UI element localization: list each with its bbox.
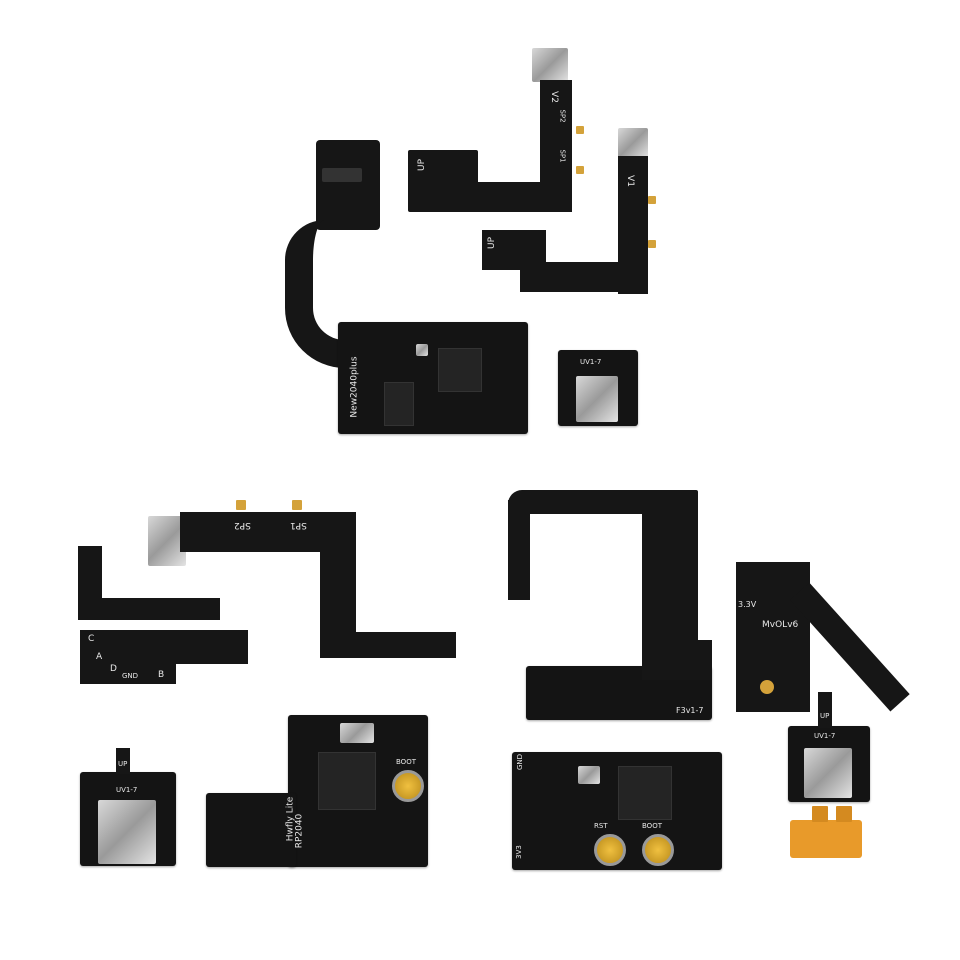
label-3v3: 3V3 [514,845,523,859]
label-c: C [88,634,95,644]
label-up: UP [417,158,428,172]
abcd-flex-lower [80,630,248,664]
flex-v1-left [482,230,546,270]
label-sp1: SP1 [558,149,567,163]
rp2040-board: RST BOOT GND 3V3 [512,752,722,870]
hwfly-lite-board-left [206,793,296,867]
label-sp1: SP1 [290,520,307,530]
abcd-flex-tail [80,660,176,684]
label-gnd: GND [122,672,139,680]
crystal [340,723,374,743]
label-gnd: GND [516,753,525,771]
f3-flex-right [642,500,698,650]
abcd-flex-arm [78,598,220,620]
button [416,344,428,356]
mcu-chip [438,348,482,392]
connector-chip [384,382,414,426]
mcu-chip [618,766,672,820]
pad [648,196,656,204]
usb-c-board: UV1-7 [558,350,638,426]
connector [322,168,362,182]
rp2040-chip [318,752,376,810]
kapton-tab [836,806,852,822]
label-up: UP [487,236,498,250]
f3-board-upper [642,640,712,680]
label-b: B [158,670,165,680]
label-sp2: SP2 [558,109,567,123]
label-rp2040: RP2040 [294,813,305,849]
label-rst: RST [594,822,608,830]
new2040plus-board: New2040plus [338,322,528,434]
label-uv: UV1-7 [116,786,138,794]
usb-flex [818,692,832,728]
usb-c-port [804,748,852,798]
boot-button [642,834,674,866]
pad [648,240,656,248]
flex-tab [618,128,648,158]
label-mvolv6: MvOLv6 [762,620,799,630]
label-up: UP [118,760,128,768]
flex-tab [148,516,186,566]
kapton-tab [812,806,828,822]
label-boot: BOOT [642,822,662,830]
label-sp2: SP2 [234,520,251,530]
flex-tab [532,48,568,82]
usb-c-port [576,376,618,422]
label-boot: BOOT [396,758,416,766]
label-a: A [96,652,103,662]
usb-c-board: UV1-7 [788,726,870,802]
flex-v2-left [408,150,478,212]
usb-c-port [98,800,156,864]
usb-flex [116,748,130,774]
label-v2: V2 [548,91,559,103]
label-33v: 3.3V [738,600,757,609]
pad [236,500,246,510]
label-uv: UV1-7 [814,732,836,740]
pad [576,166,584,174]
usb-c-board: UV1-7 [80,772,176,866]
label-uv: UV1-7 [580,358,602,366]
crystal [578,766,600,784]
label-v1: V1 [624,175,635,187]
kapton-flex [790,820,862,858]
ribbon-flex [316,140,380,230]
pad [292,500,302,510]
boot-button [392,770,424,802]
label-up: UP [820,712,830,720]
pad [576,126,584,134]
board-label: New2040plus [349,356,360,418]
label-d: D [110,664,117,674]
rst-button [594,834,626,866]
f3-flex-left [508,500,530,600]
flex-v2-arm [470,182,572,212]
sp-flex-arm [320,632,456,658]
label-f3: F3v1-7 [676,706,704,715]
contact-ring [760,680,774,694]
